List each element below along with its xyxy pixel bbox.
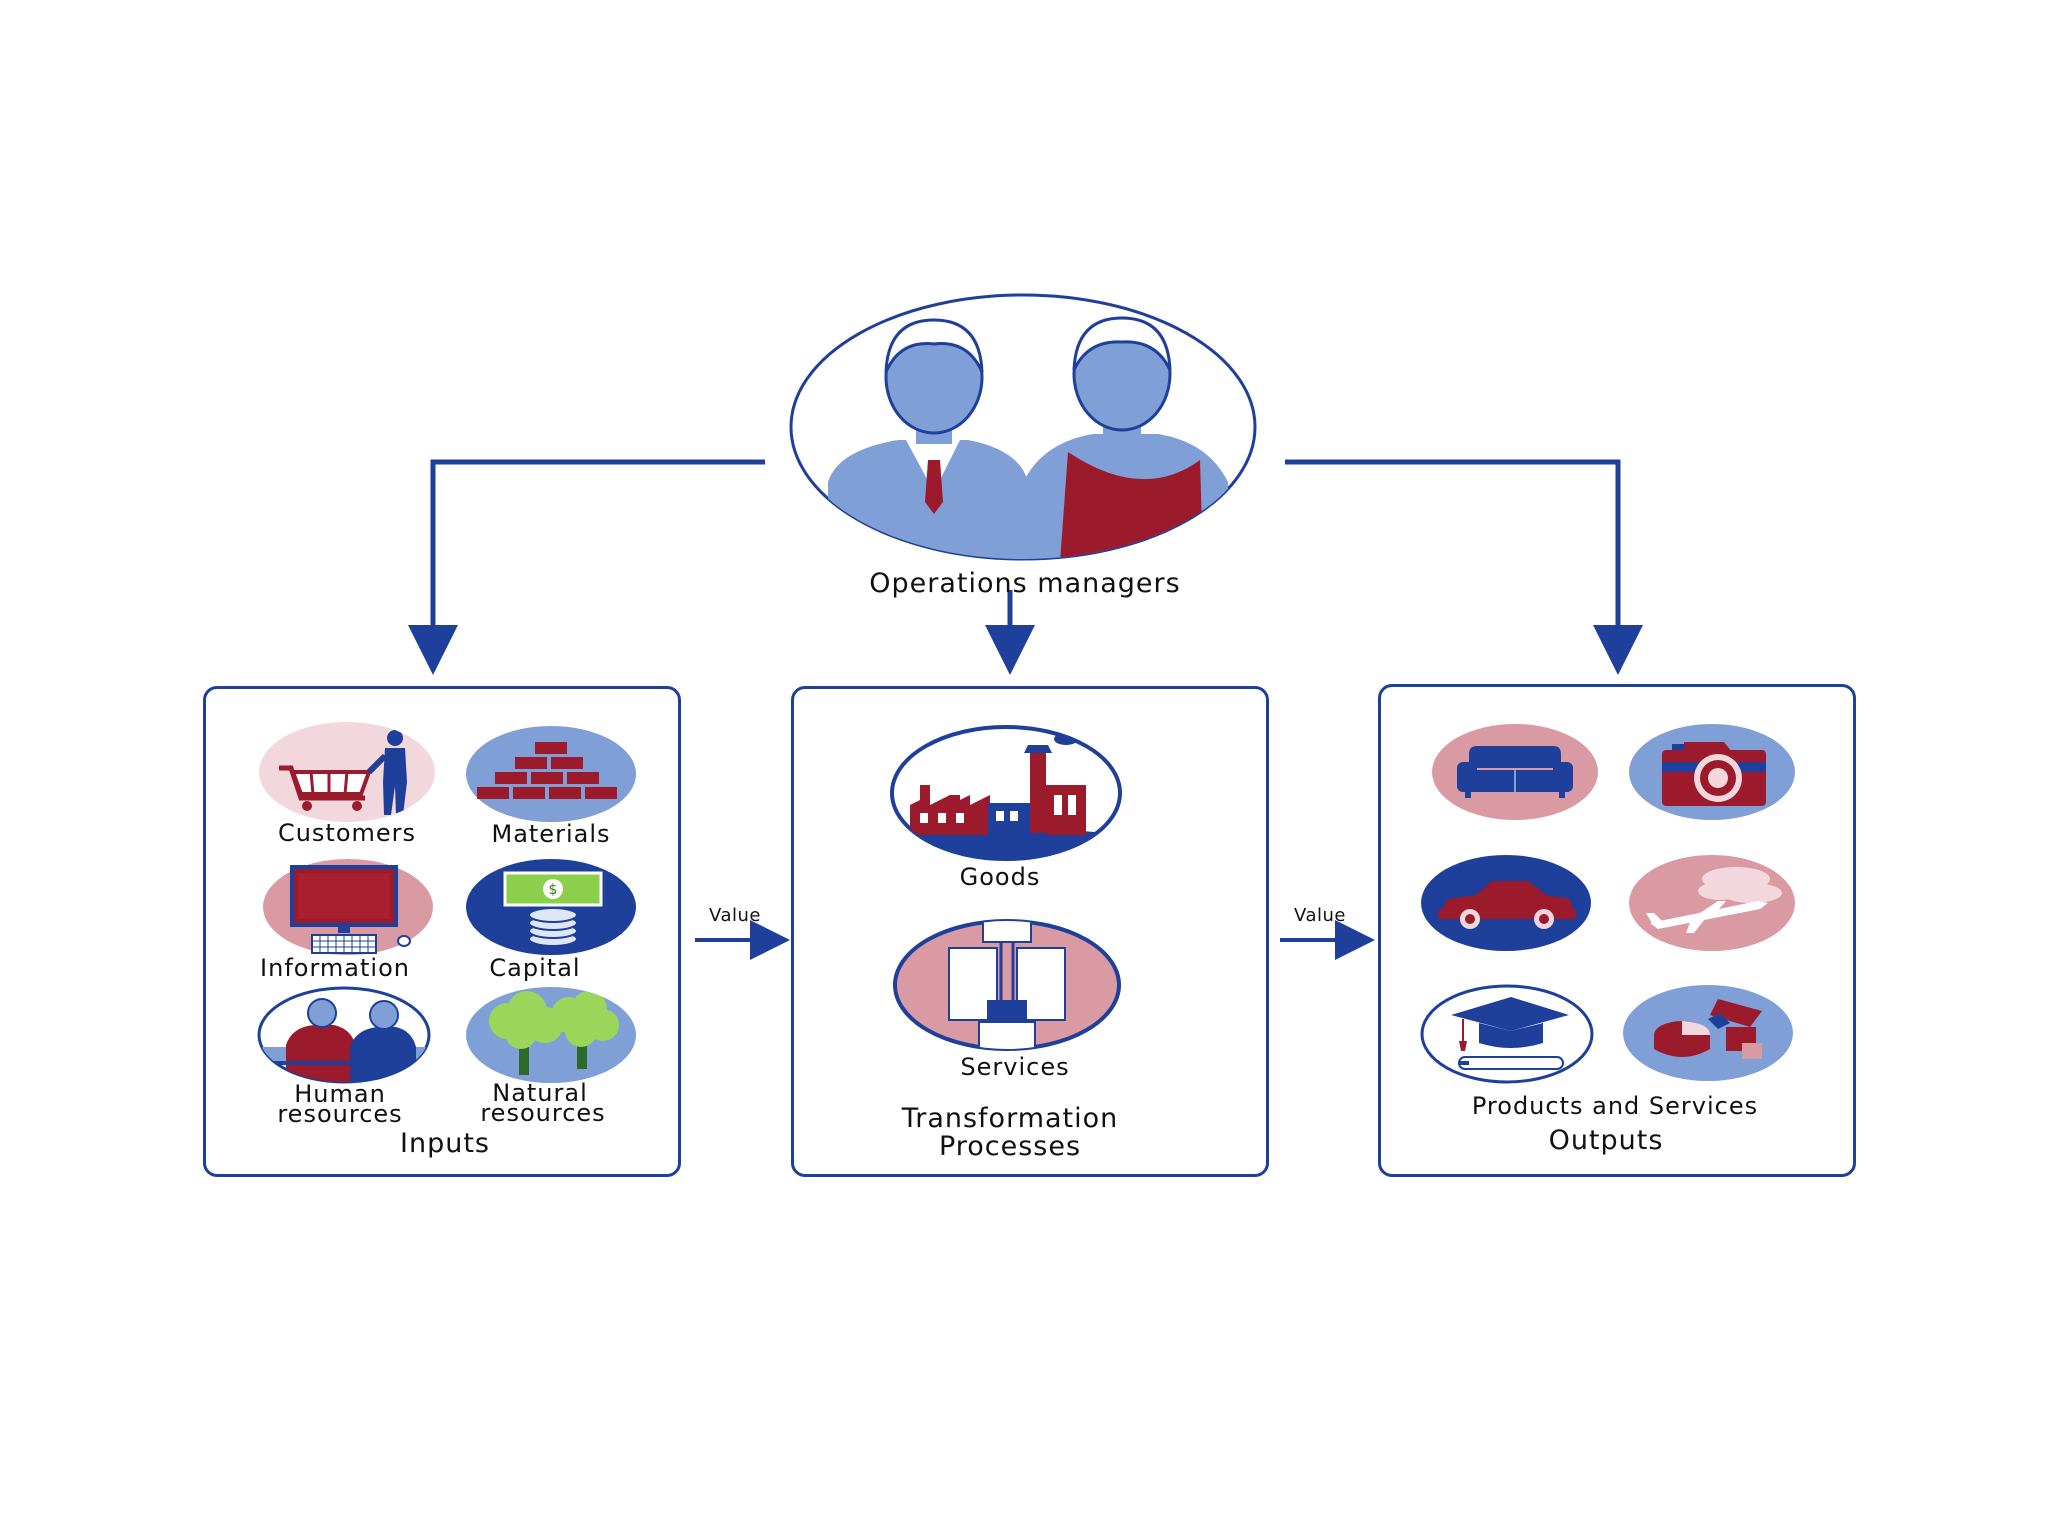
shopping-cart-icon bbox=[259, 722, 435, 822]
managers-label: Operations managers bbox=[869, 568, 1181, 599]
value-label-right: Value bbox=[1294, 905, 1346, 926]
human-resources-label-2: resources bbox=[277, 1100, 403, 1128]
transformation-title-2: Processes bbox=[938, 1131, 1082, 1162]
factory-icon bbox=[890, 725, 1122, 861]
value-label-left: Value bbox=[709, 905, 761, 926]
sofa-icon bbox=[1432, 724, 1598, 820]
food-icon bbox=[1623, 985, 1793, 1081]
services-label: Services bbox=[960, 1053, 1070, 1081]
trees-icon bbox=[466, 987, 636, 1083]
car-icon bbox=[1421, 855, 1591, 951]
natural-resources-label-2: resources bbox=[480, 1099, 606, 1127]
money-icon: $ bbox=[466, 859, 636, 955]
graduation-cap-icon bbox=[1420, 984, 1594, 1084]
inputs-title: Inputs bbox=[400, 1128, 490, 1159]
natural-resources-label-1: Natural bbox=[492, 1079, 588, 1107]
transformation-title-1: Transformation bbox=[901, 1103, 1119, 1134]
outputs-subtitle: Products and Services bbox=[1471, 1092, 1759, 1120]
svg-text:$: $ bbox=[549, 882, 558, 898]
human-resources-label-1: Human bbox=[294, 1080, 386, 1108]
materials-label: Materials bbox=[491, 820, 611, 848]
outputs-title: Outputs bbox=[1548, 1125, 1664, 1156]
bricks-icon bbox=[466, 726, 636, 822]
customers-label: Customers bbox=[277, 819, 417, 847]
goods-label: Goods bbox=[959, 863, 1041, 891]
computer-icon bbox=[263, 859, 433, 955]
connector-to-inputs bbox=[408, 459, 765, 675]
elevator-icon bbox=[893, 919, 1121, 1051]
camera-icon bbox=[1629, 724, 1795, 820]
information-label: Information bbox=[260, 954, 410, 982]
managers-icon bbox=[789, 293, 1257, 561]
capital-label: Capital bbox=[489, 954, 581, 982]
airplane-icon bbox=[1629, 855, 1795, 951]
connector-to-outputs bbox=[1285, 459, 1643, 675]
people-icon bbox=[257, 986, 431, 1084]
